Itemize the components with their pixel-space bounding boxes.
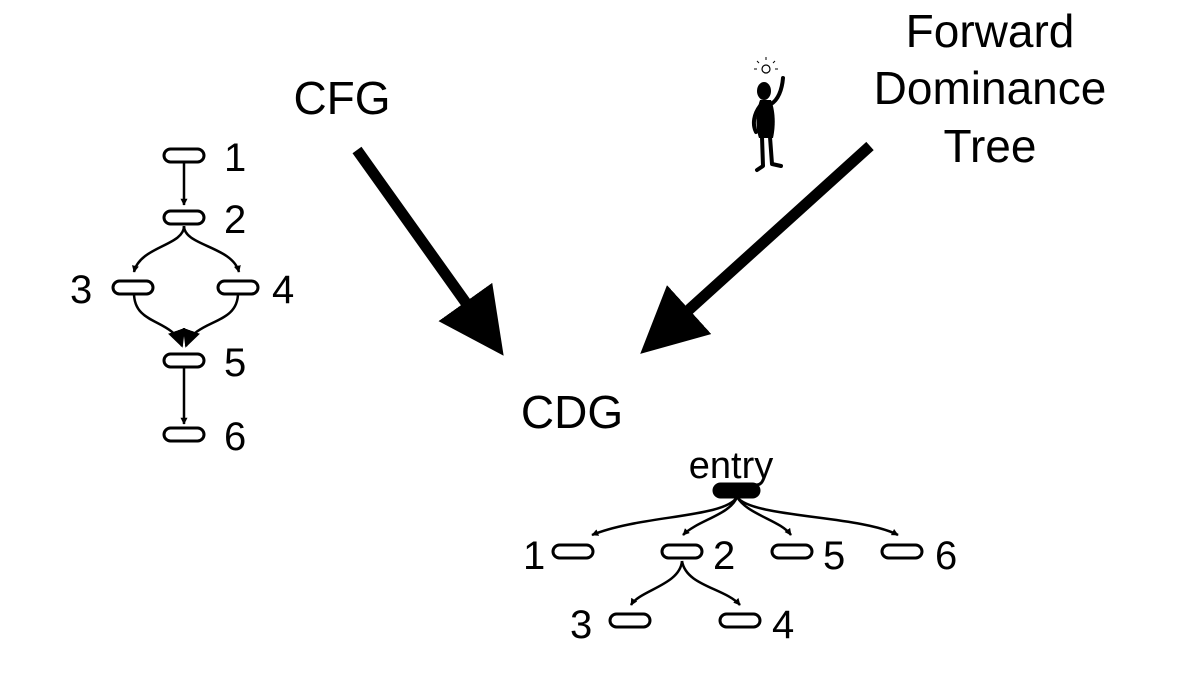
cdg-node-label: 3 <box>570 603 592 647</box>
cfg-title: CFG <box>293 72 390 124</box>
cfg-edge-4-5 <box>182 292 240 348</box>
cdg-edge-2-4 <box>680 560 741 606</box>
fdt-title-line3: Tree <box>944 120 1037 172</box>
cdg-entry-label: entry <box>689 445 773 487</box>
thinking-person-icon <box>751 57 785 172</box>
cdg-node-6 <box>880 543 924 560</box>
lightbulb-icon <box>754 57 778 74</box>
cdg-node-5 <box>770 543 814 560</box>
cdg-node-label: 6 <box>935 534 957 578</box>
cdg-node-2 <box>660 543 704 560</box>
cfg-to-cdg-arrow <box>352 146 504 356</box>
cfg-edge-3-5 <box>132 292 186 348</box>
cdg-node-label: 1 <box>523 534 545 578</box>
cdg-node-label: 5 <box>823 534 845 578</box>
cfg-node-2 <box>162 209 206 226</box>
cfg-node-5 <box>162 352 206 369</box>
cfg-node-3 <box>111 279 155 296</box>
cdg-node-label: 2 <box>713 534 735 578</box>
cdg-edge-entry-2 <box>682 496 739 536</box>
cfg-edge-2-3 <box>132 225 186 273</box>
fdt-title-line2: Dominance <box>874 62 1107 114</box>
cdg-node-3 <box>608 612 652 629</box>
cdg-node-label: 4 <box>772 603 794 647</box>
cfg-node-label: 4 <box>272 268 294 312</box>
cdg-edge-entry-6 <box>735 496 899 537</box>
cfg-node-4 <box>216 279 260 296</box>
cfg-node-6 <box>162 426 206 443</box>
fdt-to-cdg-arrow <box>640 141 874 354</box>
cfg-node-label: 1 <box>224 136 246 180</box>
cfg-node-label: 2 <box>224 198 246 242</box>
cdg-title: CDG <box>521 386 623 438</box>
cdg-edge-2-3 <box>629 560 684 606</box>
fdt-title-line1: Forward <box>906 5 1075 57</box>
cfg-graph: 1 2 3 4 5 6 <box>70 136 294 459</box>
cfg-node-label: 3 <box>70 268 92 312</box>
cdg-graph: entry 1 2 5 6 3 4 <box>523 445 957 647</box>
cfg-node-1 <box>162 147 206 164</box>
cfg-node-label: 5 <box>224 341 246 385</box>
cfg-edge-2-4 <box>182 225 241 273</box>
cfg-node-label: 6 <box>224 415 246 459</box>
cdg-node-4 <box>718 612 762 629</box>
cdg-node-1 <box>551 543 595 560</box>
cdg-node-entry <box>712 482 761 499</box>
cdg-edge-entry-1 <box>591 496 739 537</box>
